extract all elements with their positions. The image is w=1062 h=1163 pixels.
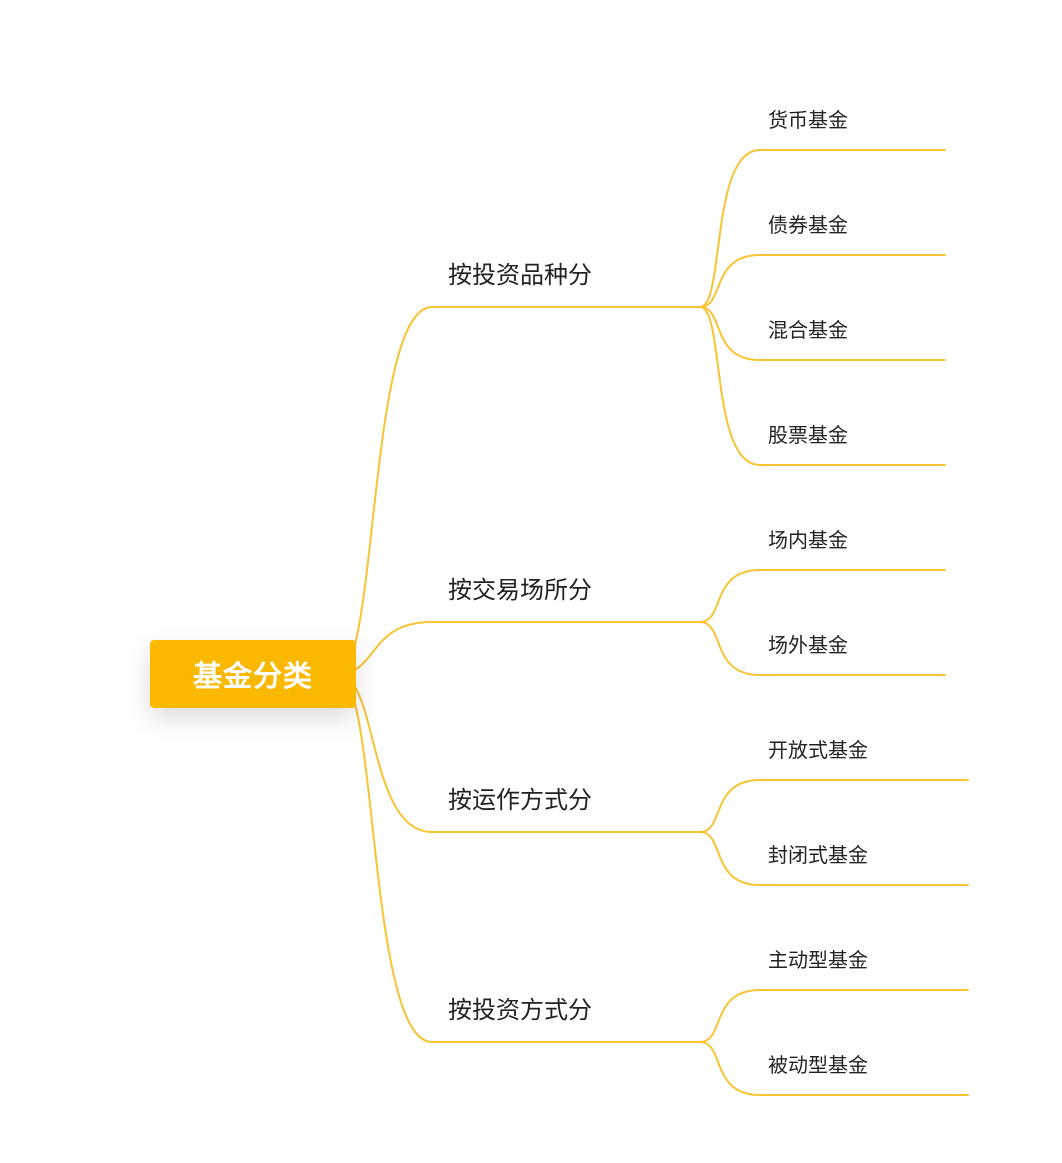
leaf-node[interactable]: 开放式基金 (768, 738, 868, 762)
leaf-node[interactable]: 被动型基金 (768, 1053, 868, 1077)
root-node[interactable]: 基金分类 (150, 640, 356, 708)
leaf-node[interactable]: 场外基金 (768, 633, 848, 657)
leaf-node[interactable]: 混合基金 (768, 318, 848, 342)
leaf-node[interactable]: 货币基金 (768, 108, 848, 132)
leaf-connector (699, 989, 969, 1043)
leaf-connector (699, 254, 946, 308)
branch-connector (337, 621, 701, 675)
branch-node-trading-venue[interactable]: 按交易场所分 (448, 576, 592, 604)
branch-connector (337, 673, 701, 1043)
branch-node-investment-method[interactable]: 按投资方式分 (448, 996, 592, 1024)
leaf-connector (699, 569, 946, 623)
leaf-node[interactable]: 场内基金 (768, 528, 848, 552)
leaf-node[interactable]: 股票基金 (768, 423, 848, 447)
branch-node-investment-type[interactable]: 按投资品种分 (448, 261, 592, 289)
leaf-connector (699, 306, 946, 466)
leaf-connector (699, 306, 946, 361)
leaf-node[interactable]: 封闭式基金 (768, 843, 868, 867)
leaf-connector (699, 149, 946, 308)
leaf-connector (699, 779, 969, 833)
leaf-connector (699, 831, 969, 886)
leaf-connector (699, 621, 946, 676)
leaf-node[interactable]: 债券基金 (768, 213, 848, 237)
branch-node-operation-mode[interactable]: 按运作方式分 (448, 786, 592, 814)
leaf-connector (699, 1041, 969, 1096)
leaf-node[interactable]: 主动型基金 (768, 948, 868, 972)
branch-connector (337, 306, 701, 675)
